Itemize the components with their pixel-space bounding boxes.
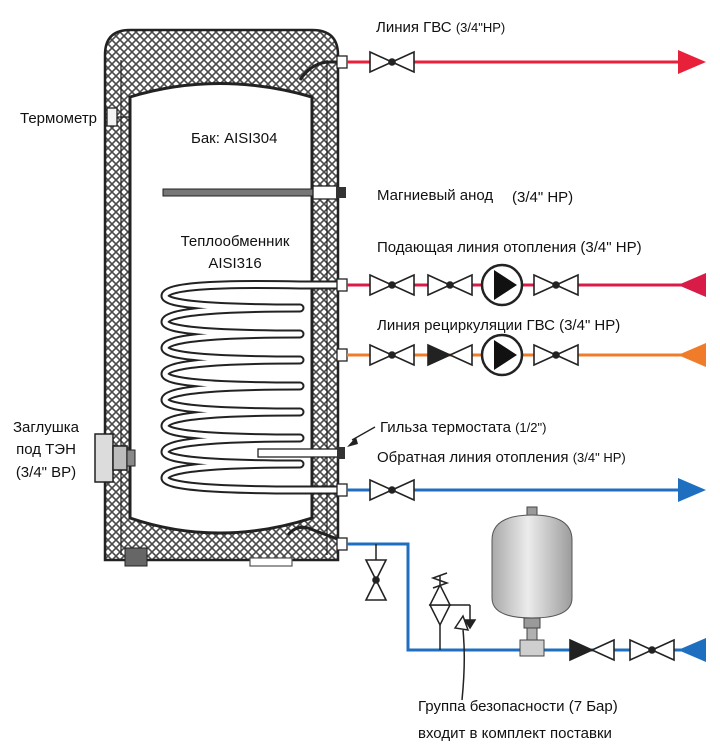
expansion-vessel bbox=[491, 506, 573, 657]
anode-label: Магниевый анод bbox=[377, 187, 493, 204]
heater-plug-label-1: Заглушка bbox=[13, 419, 80, 436]
thermometer-label: Термометр bbox=[20, 110, 97, 127]
thermostat-sleeve-label: Гильза термостата (1/2") bbox=[380, 419, 546, 436]
return-line-label: Обратная линия отопления (3/4" НР) bbox=[377, 449, 626, 466]
dhw-valve-icon bbox=[369, 50, 415, 74]
anode-thread-label: (3/4" НР) bbox=[512, 189, 573, 206]
cold-check-valve-icon bbox=[569, 638, 615, 662]
cold-valve-icon bbox=[629, 638, 675, 662]
recirc-line-label: Линия рециркуляции ГВС (3/4" НР) bbox=[377, 317, 620, 334]
dhw-line-label: Линия ГВС (3/4"НР) bbox=[376, 19, 505, 36]
supply-valve-2-icon bbox=[533, 273, 579, 297]
cold-water-arrow bbox=[678, 638, 706, 662]
supply-arrow bbox=[678, 273, 706, 297]
recirc-valve-2-icon bbox=[533, 343, 579, 367]
heat-exchanger-label-2: AISI316 bbox=[208, 255, 261, 272]
dhw-arrow bbox=[678, 50, 706, 74]
drain-valve-icon bbox=[364, 559, 388, 601]
recirc-check-valve-icon bbox=[427, 343, 473, 367]
safety-group-pointer bbox=[461, 629, 466, 701]
return-arrow bbox=[678, 478, 706, 502]
heater-plug bbox=[94, 433, 136, 483]
supply-pump-icon bbox=[480, 263, 524, 307]
heater-plug-label-2: под ТЭН bbox=[16, 441, 76, 458]
heater-plug-label-3: (3/4" ВР) bbox=[16, 464, 76, 481]
heat-exchanger-coil bbox=[160, 279, 340, 495]
recirc-valve-1-icon bbox=[369, 343, 415, 367]
tank-label: Бак: AISI304 bbox=[191, 130, 277, 147]
supply-line-label: Подающая линия отопления (3/4" НР) bbox=[377, 239, 642, 256]
safety-valve-icon bbox=[428, 572, 477, 650]
cold-water-pipe bbox=[347, 542, 685, 652]
supply-valve-1-icon bbox=[369, 273, 415, 297]
magnesium-anode bbox=[162, 185, 346, 200]
thermometer-port bbox=[106, 107, 130, 127]
supply-check-valve-icon bbox=[427, 273, 473, 297]
safety-group-note: входит в комплект поставки bbox=[418, 725, 612, 742]
hot-water-outlet-pipe bbox=[298, 60, 340, 81]
return-valve-icon bbox=[369, 478, 415, 502]
heat-exchanger-label-1: Теплообменник bbox=[181, 233, 290, 250]
thermostat-sleeve bbox=[257, 447, 345, 459]
safety-group-label: Группа безопасности (7 Бар) bbox=[418, 698, 618, 715]
recirc-pump-icon bbox=[480, 333, 524, 377]
recirc-arrow bbox=[678, 343, 706, 367]
valve-icons bbox=[364, 50, 675, 662]
